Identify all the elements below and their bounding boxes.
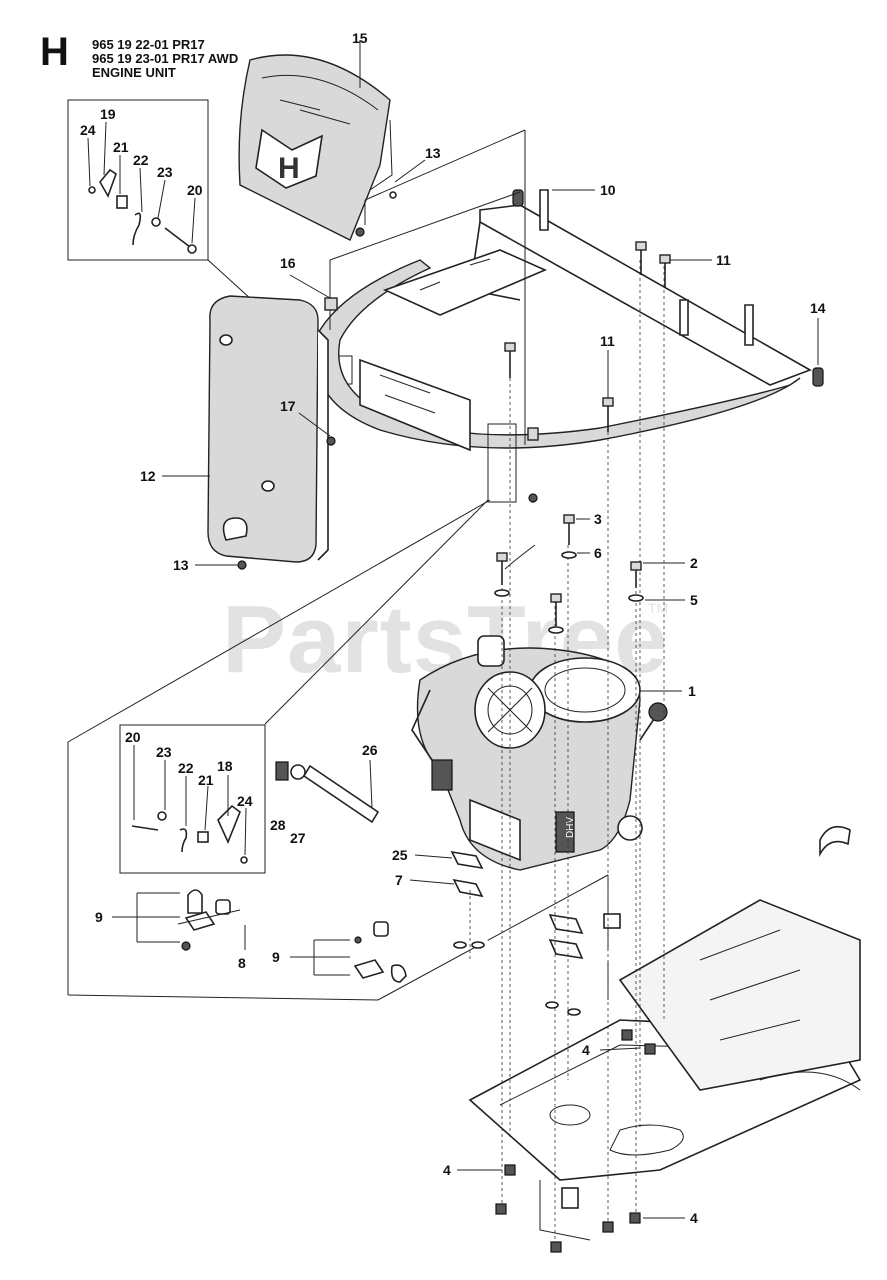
- section-letter: H: [40, 30, 69, 74]
- callout-11: 11: [716, 252, 731, 268]
- inset-bottom-label: 21: [198, 772, 214, 788]
- callout-25: 25: [392, 847, 408, 863]
- callout-12: 12: [140, 468, 156, 484]
- inset-bottom-label: 23: [156, 744, 172, 760]
- inset-top-label: 23: [157, 164, 173, 180]
- callout-1: 1: [688, 683, 696, 699]
- inset-top-label: 21: [113, 139, 129, 155]
- fasteners: [237, 227, 671, 1253]
- callout-leaders: [112, 189, 819, 1219]
- callout-9: 9: [272, 949, 280, 965]
- model-line-2: 965 19 23-01 PR17 AWD: [92, 51, 239, 66]
- callout-8: 8: [238, 955, 246, 971]
- callout-6: 6: [594, 545, 602, 561]
- inset-top-label: 20: [187, 182, 203, 198]
- callout-5: 5: [690, 592, 698, 608]
- svg-text:H: H: [278, 152, 300, 185]
- inset-top-label: 24: [80, 122, 96, 138]
- engine: DHV: [411, 544, 668, 871]
- callout-16: 16: [280, 255, 296, 271]
- chassis: [468, 825, 862, 1241]
- inset-bottom-label: 22: [178, 760, 194, 776]
- section-title: ENGINE UNIT: [92, 65, 176, 80]
- callout-4: 4: [582, 1042, 590, 1058]
- hoses: [177, 874, 407, 983]
- callout-4: 4: [443, 1162, 451, 1178]
- callout-2: 2: [690, 555, 698, 571]
- callout-13: 13: [173, 557, 189, 573]
- engine-frame: [315, 189, 824, 503]
- callout-10: 10: [600, 182, 616, 198]
- muffler: [207, 295, 329, 563]
- callout-4: 4: [690, 1210, 698, 1226]
- inset-top-label: 22: [133, 152, 149, 168]
- assembly-lines: [469, 260, 665, 1245]
- engine-decal: DHV: [565, 817, 576, 838]
- inset-bottom-label: 24: [237, 793, 253, 809]
- callout-15: 15: [352, 30, 368, 46]
- inset-bottom-label: 18: [217, 758, 233, 774]
- shaft-assembly: [275, 759, 380, 824]
- callout-13: 13: [425, 145, 441, 161]
- callout-3: 3: [594, 511, 602, 527]
- hood-cover: H: [238, 40, 426, 241]
- callout-14: 14: [810, 300, 826, 316]
- model-line-1: 965 19 22-01 PR17: [92, 37, 205, 52]
- exhaust-pipe: [450, 850, 621, 968]
- inset-top-label: 19: [100, 106, 116, 122]
- callout-28: 28: [270, 817, 286, 833]
- callout-11: 11: [600, 333, 615, 349]
- callout-17: 17: [280, 398, 296, 414]
- callout-9: 9: [95, 909, 103, 925]
- callout-7: 7: [395, 872, 403, 888]
- watermark-trademark: TM: [648, 600, 669, 616]
- inset-box-bottom: [119, 724, 266, 874]
- callout-27: 27: [290, 830, 306, 846]
- callout-26: 26: [362, 742, 378, 758]
- diagram-header: 965 19 22-01 PR17 965 19 23-01 PR17 AWD …: [92, 38, 238, 80]
- inset-bottom-label: 20: [125, 729, 141, 745]
